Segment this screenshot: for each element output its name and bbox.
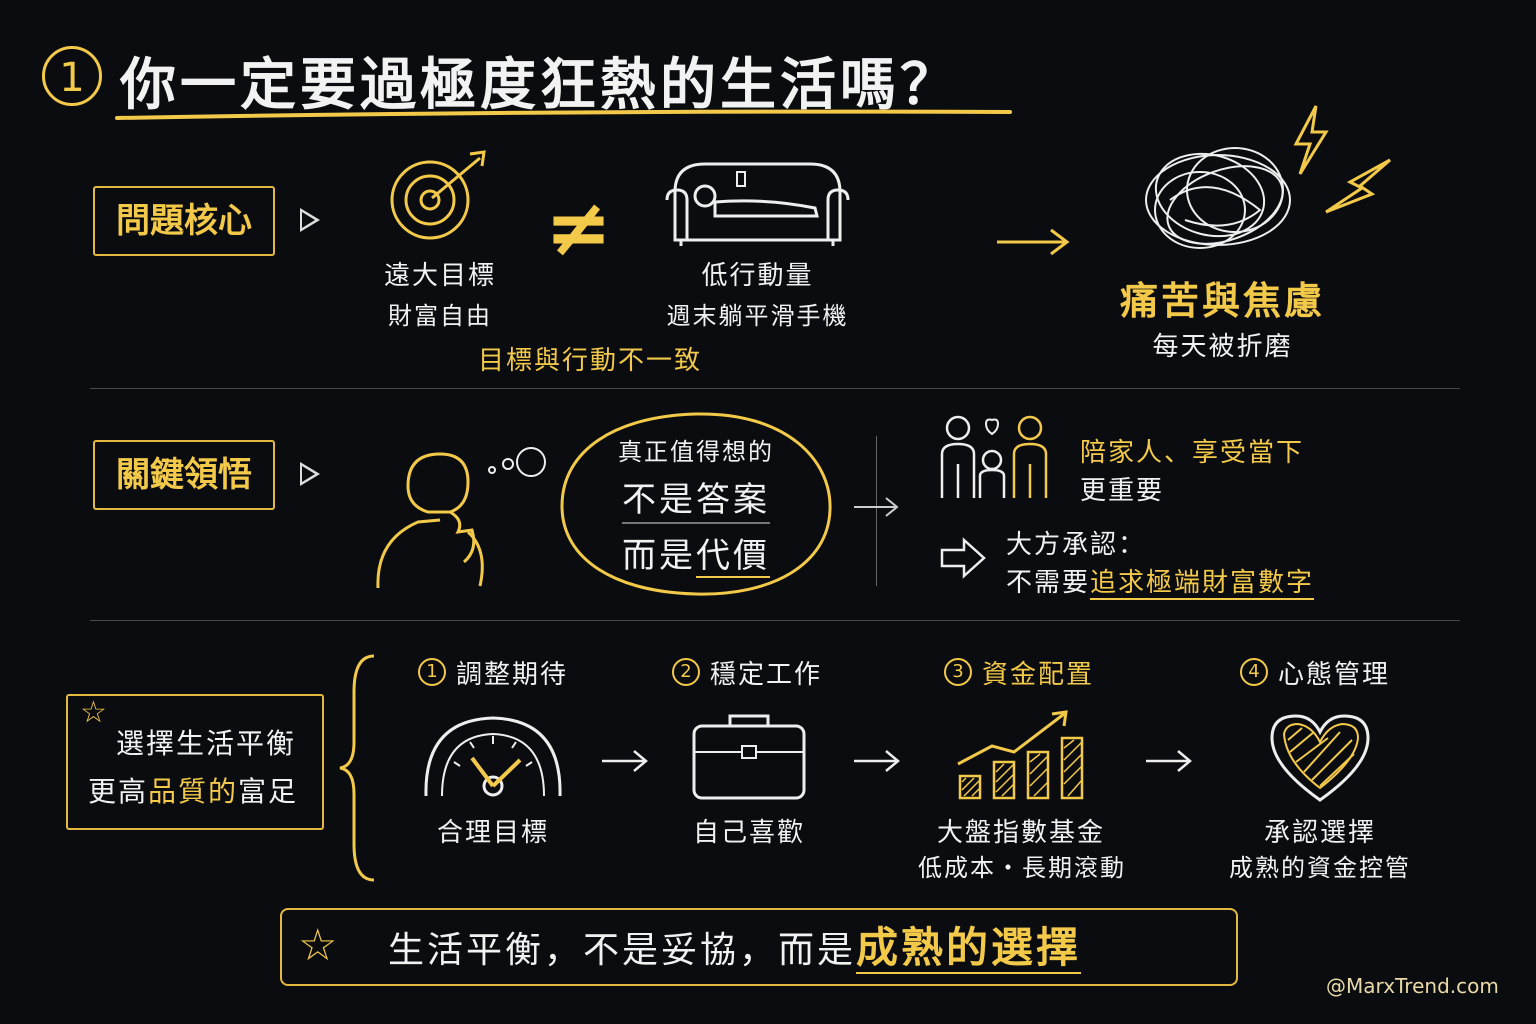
admit-no-need-text: 不需要 <box>1006 568 1091 598</box>
step-3-caption-1: 大盤指數基金 <box>936 818 1105 848</box>
goal-title: 遠大目標 <box>383 261 496 291</box>
bubble-cost-text: 代價 <box>696 536 770 578</box>
arrow-right-icon <box>1146 750 1192 772</box>
step-4-caption-1: 承認選擇 <box>1263 818 1376 848</box>
growth-chart-icon <box>957 710 1084 800</box>
step-4-caption-2: 成熟的資金控管 <box>1229 854 1411 882</box>
family-line-2: 更重要 <box>1080 476 1165 506</box>
bubble-line-1: 真正值得想的 <box>618 438 774 466</box>
lightning-icon <box>1325 158 1391 214</box>
thought-bubble <box>560 412 832 596</box>
divider <box>90 620 1460 621</box>
title-number-badge: 1 <box>42 46 102 106</box>
not-equal-sign: ≠ <box>545 181 613 274</box>
label-key-insight: 關鍵領悟 <box>93 440 275 510</box>
footer-text-main: 生活平衡，不是妥協，而是 <box>388 930 857 971</box>
arrow-right-icon <box>997 228 1070 256</box>
step-title: 穩定工作 <box>710 660 823 690</box>
label-problem-core: 問題核心 <box>93 186 275 256</box>
star-icon: ☆ <box>80 695 107 730</box>
arrow-right-icon <box>854 750 900 772</box>
label-choose-balance <box>66 694 324 830</box>
star-icon: ☆ <box>298 920 338 971</box>
heart-icon <box>1270 714 1370 802</box>
author-handle: @MarxTrend.com <box>1326 974 1499 998</box>
bubble-but-text: 而是 <box>622 536 696 576</box>
hollow-arrow-icon <box>940 537 986 579</box>
action-title: 低行動量 <box>701 261 814 291</box>
admit-extreme-wealth-text: 追求極端財富數字 <box>1090 568 1315 600</box>
bubble-line-3: 而是代價 <box>586 528 806 578</box>
result-title: 痛苦與焦慮 <box>1119 279 1325 323</box>
family-line-1: 陪家人、享受當下 <box>1080 438 1305 468</box>
page-title: 你一定要過極度狂熱的生活嗎？ <box>120 53 960 118</box>
action-sub: 週末躺平滑手機 <box>666 302 849 330</box>
vertical-divider <box>876 436 877 586</box>
balance-line-2: 更高品質的富足 <box>88 770 298 810</box>
tangled-scribble-icon <box>1145 147 1291 249</box>
step-number-badge: 4 <box>1240 658 1268 686</box>
couch-person-icon <box>665 162 850 246</box>
mismatch-note: 目標與行動不一致 <box>478 346 703 376</box>
play-arrow-icon <box>300 462 320 486</box>
divider <box>90 388 1460 389</box>
balance-wealth-text: 富足 <box>238 775 299 808</box>
admit-line-1: 大方承認： <box>1006 530 1147 560</box>
step-2-caption: 自己喜歡 <box>692 818 805 848</box>
step-title: 調整期待 <box>456 660 569 690</box>
footer-text-highlight: 成熟的選擇 <box>856 923 1082 974</box>
thinking-person-icon <box>376 447 546 589</box>
step-title: 資金配置 <box>982 660 1095 690</box>
speedometer-icon <box>424 716 562 797</box>
step-number-badge: 1 <box>418 658 446 686</box>
step-number-badge: 3 <box>944 658 972 686</box>
target-icon <box>390 150 486 240</box>
title-underline <box>115 109 1012 120</box>
balance-quality-text: 品質的 <box>148 775 239 808</box>
bubble-line-2: 不是答案 <box>586 472 806 524</box>
bubble-answer-text: 不是答案 <box>622 480 770 524</box>
play-arrow-icon <box>300 208 320 232</box>
footer-banner <box>280 908 1238 986</box>
balance-line-1: 選擇生活平衡 <box>116 727 297 760</box>
admit-line-2: 不需要追求極端財富數字 <box>1006 562 1315 600</box>
step-title: 心態管理 <box>1278 660 1391 690</box>
result-sub: 每天被折磨 <box>1152 332 1293 362</box>
goal-sub: 財富自由 <box>388 302 492 330</box>
footer-text: 生活平衡，不是妥協，而是成熟的選擇 <box>388 922 1082 977</box>
lightning-icon <box>1293 105 1329 175</box>
step-number-badge: 2 <box>672 658 700 686</box>
briefcase-icon <box>692 714 806 800</box>
step-3-caption-2: 低成本・長期滾動 <box>918 854 1126 882</box>
balance-higher-text: 更高 <box>88 775 149 808</box>
step-1-caption: 合理目標 <box>436 818 549 848</box>
curly-brace <box>339 654 375 882</box>
family-icon <box>940 415 1048 498</box>
arrow-right-icon <box>854 497 899 517</box>
arrow-right-icon <box>602 750 648 772</box>
